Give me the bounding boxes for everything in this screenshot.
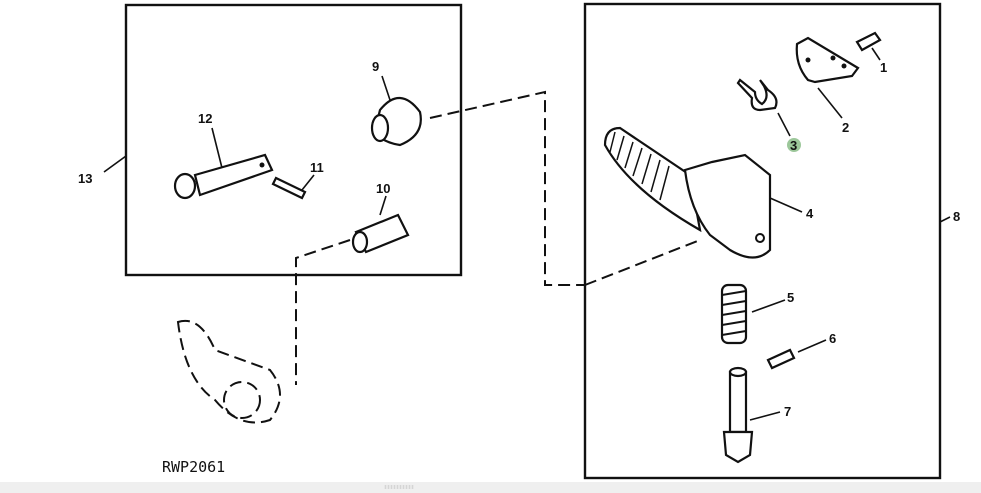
callout-7[interactable]: 7 bbox=[784, 404, 791, 419]
part-4-threaded-link bbox=[603, 126, 772, 259]
callout-11[interactable]: 11 bbox=[310, 160, 324, 175]
callout-12[interactable]: 12 bbox=[198, 111, 212, 126]
callout-2[interactable]: 2 bbox=[842, 120, 849, 135]
part-7-plunger bbox=[722, 366, 754, 464]
callout-9[interactable]: 9 bbox=[372, 59, 379, 74]
dashed-connector-left bbox=[295, 239, 351, 385]
callout-8[interactable]: 8 bbox=[953, 209, 960, 224]
figure-code: RWP2061 bbox=[162, 458, 225, 476]
part-3-clip bbox=[736, 78, 778, 112]
part-2-bracket bbox=[795, 36, 860, 84]
grip-icon[interactable] bbox=[384, 485, 414, 489]
leader-lines bbox=[103, 47, 951, 421]
callout-4[interactable]: 4 bbox=[806, 206, 814, 221]
part-6-roll-pin bbox=[766, 348, 796, 370]
part-11-cotter-pin bbox=[271, 176, 307, 200]
callout-3[interactable]: 3 bbox=[790, 138, 797, 153]
callout-13[interactable]: 13 bbox=[78, 171, 92, 186]
left-group-box bbox=[124, 3, 463, 277]
part-12-pin bbox=[173, 153, 274, 200]
lever-phantom bbox=[176, 319, 281, 424]
callout-5[interactable]: 5 bbox=[787, 290, 794, 305]
parts-diagram: 1 2 3 4 5 6 7 8 9 10 11 12 13 RWP2061 bbox=[78, 2, 960, 480]
right-group-box bbox=[583, 2, 942, 480]
part-9-ball-joint bbox=[370, 96, 422, 147]
part-1-roll-pin bbox=[855, 31, 882, 52]
resize-handle-bar[interactable] bbox=[0, 482, 981, 493]
dashed-connector-mid bbox=[584, 239, 701, 286]
callout-3-highlight bbox=[787, 138, 801, 152]
part-10-bushing bbox=[351, 213, 410, 254]
callout-10[interactable]: 10 bbox=[376, 181, 390, 196]
callout-1[interactable]: 1 bbox=[880, 60, 887, 75]
part-5-spring bbox=[720, 283, 748, 345]
callout-6[interactable]: 6 bbox=[829, 331, 836, 346]
dashed-connector-top bbox=[429, 90, 585, 286]
